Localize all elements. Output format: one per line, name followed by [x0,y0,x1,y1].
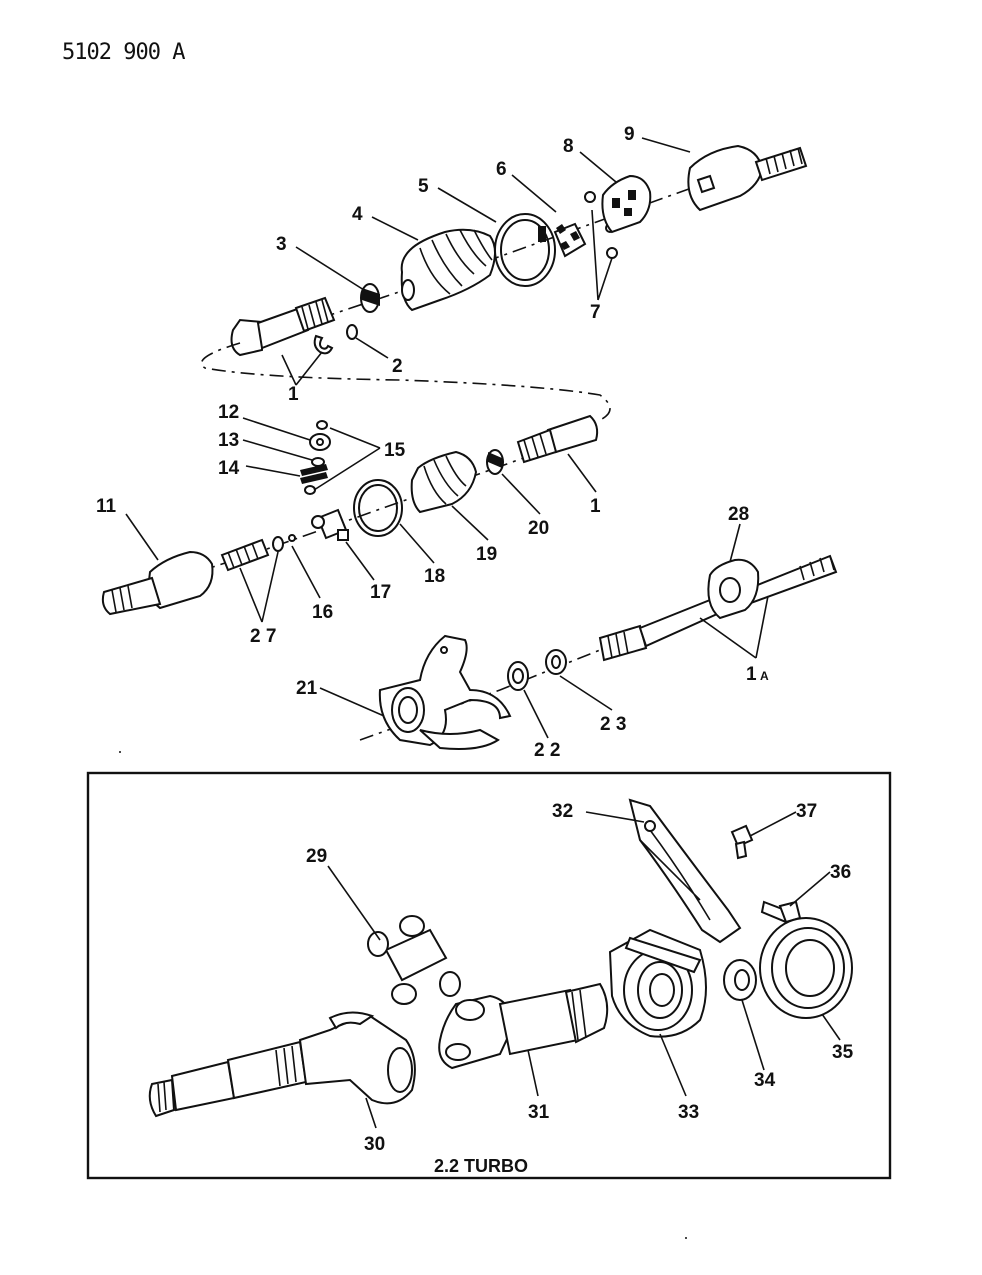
callout-1-upper: 1 [288,384,299,405]
ring-icon [316,420,328,430]
cv-joint-icon [687,144,808,212]
boot-icon [410,450,478,514]
callouts-lower: 32 37 36 29 30 31 33 34 35 2.2 TURBO [306,801,854,1176]
callout-30: 30 [364,1134,385,1155]
callout-21: 21 [296,678,318,699]
callout-12: 12 [218,402,239,423]
scan-dot [119,751,121,753]
cv-joint-icon [101,550,214,616]
inner-race-icon [553,222,587,258]
leader-lines [125,137,769,739]
callout-35: 35 [832,1042,854,1063]
turbo-inset-frame [86,771,892,1180]
yoke-icon [148,1011,416,1118]
callout-20: 20 [528,518,549,539]
callout-2: 2 [392,356,403,377]
snap-ring-icon [346,324,358,340]
axle-shaft-icon [230,296,336,357]
scan-dot [685,1237,687,1239]
clamp-inner-icon [358,484,398,532]
document-code: 5102 900 A [62,40,185,65]
cage-icon [601,174,652,234]
callout-32: 32 [552,801,573,822]
inset-caption: 2.2 TURBO [434,1156,528,1176]
callout-15: 15 [384,440,406,461]
callout-34: 34 [754,1070,776,1091]
callout-33: 33 [678,1102,699,1123]
callout-18: 18 [424,566,445,587]
callout-1A: 1 [746,664,757,685]
callout-3: 3 [276,234,287,255]
callout-29: 29 [306,846,327,867]
callout-19: 19 [476,544,497,565]
clamp-icon [494,213,556,287]
clamp-icon [353,479,403,537]
callout-1-lower: 1 [590,496,601,517]
retaining-ring-icon [313,334,334,355]
spring-icon [300,464,328,484]
callout-16: 16 [312,602,333,623]
callout-9: 9 [624,124,635,145]
ring-icon [304,485,316,495]
yoke-icon [438,982,609,1070]
callout-31: 31 [528,1102,550,1123]
callout-13: 13 [218,430,239,451]
spring-icon [220,534,296,572]
callout-6: 6 [496,159,507,180]
axle-shaft-icon [516,414,599,464]
callout-36: 36 [830,862,851,883]
intermediate-shaft [359,554,838,741]
callouts-upper: 3 4 5 6 8 9 7 2 1 12 13 14 15 11 1 20 19… [96,124,769,761]
callout-5: 5 [418,176,429,197]
clamp-icon [486,449,504,475]
callout-22: 2 2 [534,740,560,761]
callout-37: 37 [796,801,817,822]
leader-lines-lower [327,811,841,1129]
bearing-icon [608,928,707,1038]
inner-assembly [101,414,601,616]
callout-23: 2 3 [600,714,626,735]
callout-8: 8 [563,136,574,157]
bracket-icon [628,798,742,944]
callout-14: 14 [218,458,240,479]
small-parts [300,420,331,495]
callout-7: 7 [590,302,601,323]
callout-27: 2 7 [250,626,276,647]
callout-11: 11 [96,496,117,517]
bolt-icon [730,824,754,860]
turbo-assembly [148,798,853,1118]
callout-4: 4 [352,204,363,225]
clamp-icon [360,283,380,313]
boot-icon [400,228,496,312]
callout-17: 17 [370,582,391,603]
washer-icon [723,959,757,1001]
knuckle-icon [378,634,567,750]
tripod-icon [311,508,349,541]
callout-28: 28 [728,504,749,525]
universal-joint-icon [367,915,461,1005]
washer-icon [311,457,325,467]
callout-1A-sub: A [760,669,769,683]
outer-assembly [200,144,808,421]
seal-icon [759,917,853,1019]
